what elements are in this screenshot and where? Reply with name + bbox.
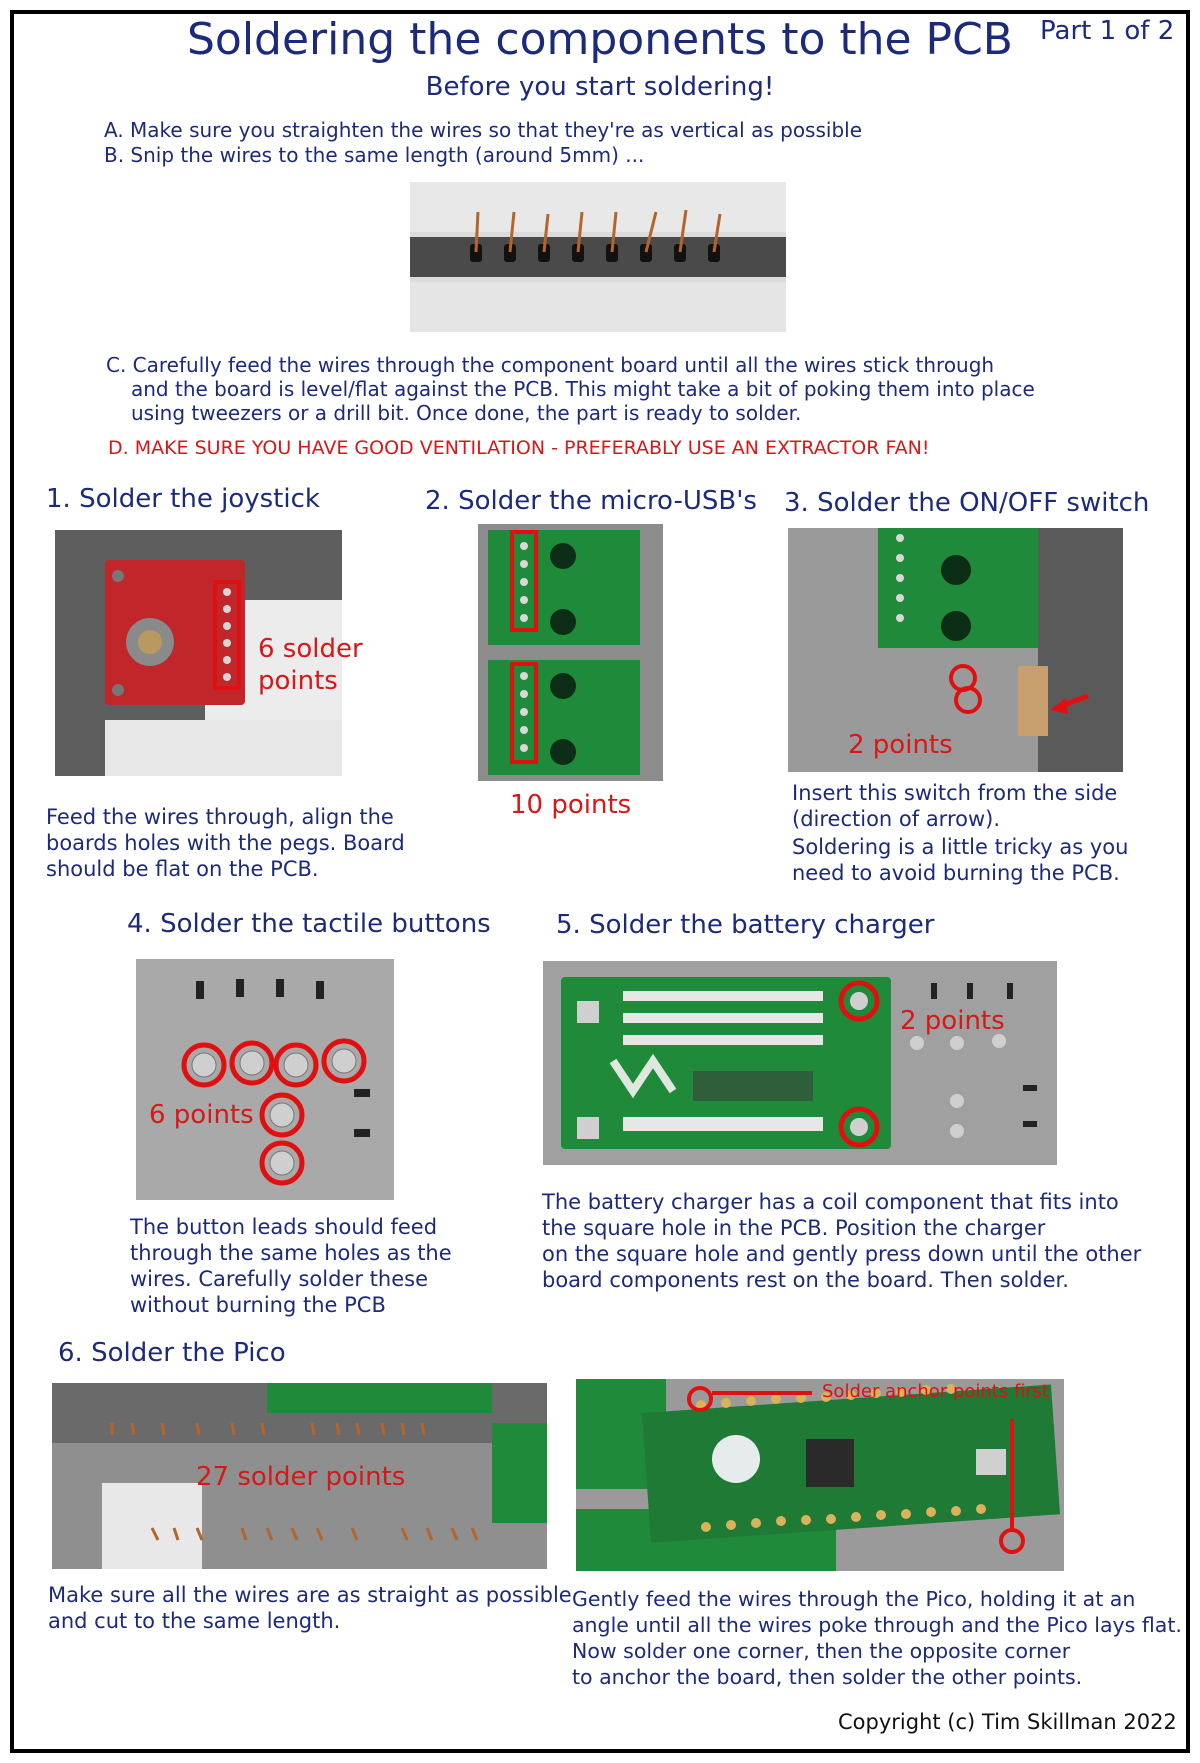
page-border <box>10 10 1190 1753</box>
part-indicator: Part 1 of 2 <box>1040 16 1175 46</box>
switch-points-label: 2 points <box>848 730 953 760</box>
page-title: Soldering the components to the PCB <box>186 14 1013 65</box>
page-subtitle: Before you start soldering! <box>425 72 775 102</box>
pico-anchor-label: Solder anchor points first <box>822 1381 1050 1402</box>
pico-left-desc-line1: Make sure all the wires are as straight … <box>48 1583 572 1607</box>
usb-points-label: 10 points <box>510 790 632 820</box>
section-charger-heading: 5. Solder the battery charger <box>556 910 935 940</box>
pico-right-desc-line1: Gently feed the wires through the Pico, … <box>572 1587 1136 1611</box>
buttons-desc-line3: wires. Carefully solder these <box>130 1267 428 1291</box>
pico-wires-photo <box>52 1383 547 1569</box>
joystick-desc-line2: boards holes with the pegs. Board <box>46 831 405 855</box>
charger-points-label: 2 points <box>900 1006 1005 1036</box>
switch-desc-line4: need to avoid burning the PCB. <box>792 861 1120 885</box>
section-switch-heading: 3. Solder the ON/OFF switch <box>784 488 1150 518</box>
charger-desc-line3: on the square hole and gently press down… <box>542 1242 1142 1266</box>
section-pico-heading: 6. Solder the Pico <box>58 1338 286 1368</box>
buttons-desc-line4: without burning the PCB <box>130 1293 386 1317</box>
joystick-desc-line1: Feed the wires through, align the <box>46 805 394 829</box>
prep-step-c-line1: C. Carefully feed the wires through the … <box>106 353 995 377</box>
switch-desc-line3: Soldering is a little tricky as you <box>792 835 1129 859</box>
pico-right-desc-line2: angle until all the wires poke through a… <box>572 1613 1182 1637</box>
prep-step-b: B. Snip the wires to the same length (ar… <box>104 143 645 167</box>
pico-board-photo <box>576 1379 1064 1571</box>
pico-right-desc-line3: Now solder one corner, then the opposite… <box>572 1639 1071 1663</box>
section-buttons-heading: 4. Solder the tactile buttons <box>127 909 491 939</box>
buttons-desc-line2: through the same holes as the <box>130 1241 452 1265</box>
copyright: Copyright (c) Tim Skillman 2022 <box>838 1710 1177 1734</box>
pico-left-desc-line2: and cut to the same length. <box>48 1609 341 1633</box>
switch-desc-line2: (direction of arrow). <box>792 807 1001 831</box>
switch-desc-line1: Insert this switch from the side <box>792 781 1118 805</box>
section-joystick-heading: 1. Solder the joystick <box>46 484 320 514</box>
prep-step-c-line2: and the board is level/flat against the … <box>131 377 1035 401</box>
charger-photo <box>543 961 1057 1165</box>
buttons-desc-line1: The button leads should feed <box>130 1215 438 1239</box>
joystick-points-label-line1: 6 solder <box>258 634 363 664</box>
prep-step-c-line3: using tweezers or a drill bit. Once done… <box>131 401 802 425</box>
charger-desc-line1: The battery charger has a coil component… <box>542 1190 1119 1214</box>
wires-photo <box>410 182 786 332</box>
joystick-photo <box>55 530 342 776</box>
prep-step-a: A. Make sure you straighten the wires so… <box>104 118 863 142</box>
switch-photo <box>788 528 1123 772</box>
joystick-desc-line3: should be flat on the PCB. <box>46 857 319 881</box>
joystick-points-label-line2: points <box>258 666 338 696</box>
usb-photo <box>478 524 663 781</box>
charger-desc-line4: board components rest on the board. Then… <box>542 1268 1069 1292</box>
section-usb-heading: 2. Solder the micro-USB's <box>425 486 757 516</box>
ventilation-warning: D. MAKE SURE YOU HAVE GOOD VENTILATION -… <box>108 437 930 459</box>
pico-right-desc-line4: to anchor the board, then solder the oth… <box>572 1665 1083 1689</box>
buttons-points-label: 6 points <box>149 1100 254 1130</box>
buttons-photo <box>136 959 394 1200</box>
charger-desc-line2: the square hole in the PCB. Position the… <box>542 1216 1046 1240</box>
pico-points-label: 27 solder points <box>196 1462 406 1492</box>
